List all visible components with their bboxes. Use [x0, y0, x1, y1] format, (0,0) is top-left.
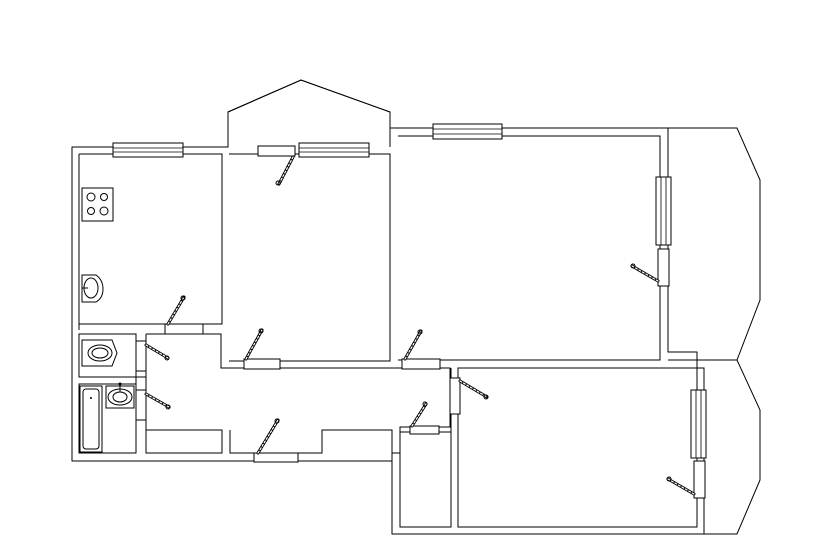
door-bottom-right-balcony	[666, 476, 696, 496]
room-small	[229, 153, 391, 362]
sink-icon	[81, 274, 104, 303]
door-bottom-right-room	[449, 377, 489, 415]
door-toilet	[135, 340, 170, 372]
room-hallway	[145, 333, 451, 461]
window-bottom-room-right	[690, 389, 707, 459]
door-large-room-balcony	[630, 263, 660, 283]
door-storage	[409, 401, 440, 435]
door-entrance	[253, 418, 299, 463]
window-bottom-room-balcony-door	[693, 460, 706, 499]
bathtub-icon	[79, 385, 103, 453]
room-bottom-right	[457, 367, 698, 528]
door-small-room	[243, 328, 281, 370]
windows	[112, 123, 707, 499]
toilet-icon	[81, 339, 118, 367]
bay-top-left	[227, 79, 391, 147]
window-small-room-left	[257, 145, 296, 157]
room-storage	[399, 431, 452, 528]
window-small-room-right	[298, 142, 370, 158]
door-large-room	[401, 329, 441, 370]
doors	[135, 155, 696, 496]
balcony-top	[668, 127, 761, 361]
door-bathroom	[135, 389, 171, 421]
hallway-partition-mid	[229, 429, 393, 454]
room-large	[398, 135, 661, 361]
stove-icon	[81, 187, 114, 222]
window-large-room-top	[432, 123, 503, 140]
door-small-room-balcony	[275, 155, 295, 186]
fixtures	[79, 187, 135, 453]
balconies	[668, 127, 761, 535]
washbasin-icon	[105, 382, 135, 409]
window-kitchen	[112, 142, 184, 158]
balcony-bottom	[704, 359, 761, 535]
window-large-room-right	[655, 176, 672, 246]
outer-wall-inner	[78, 153, 222, 330]
window-large-room-balcony-door	[657, 248, 670, 287]
door-kitchen	[164, 295, 204, 335]
